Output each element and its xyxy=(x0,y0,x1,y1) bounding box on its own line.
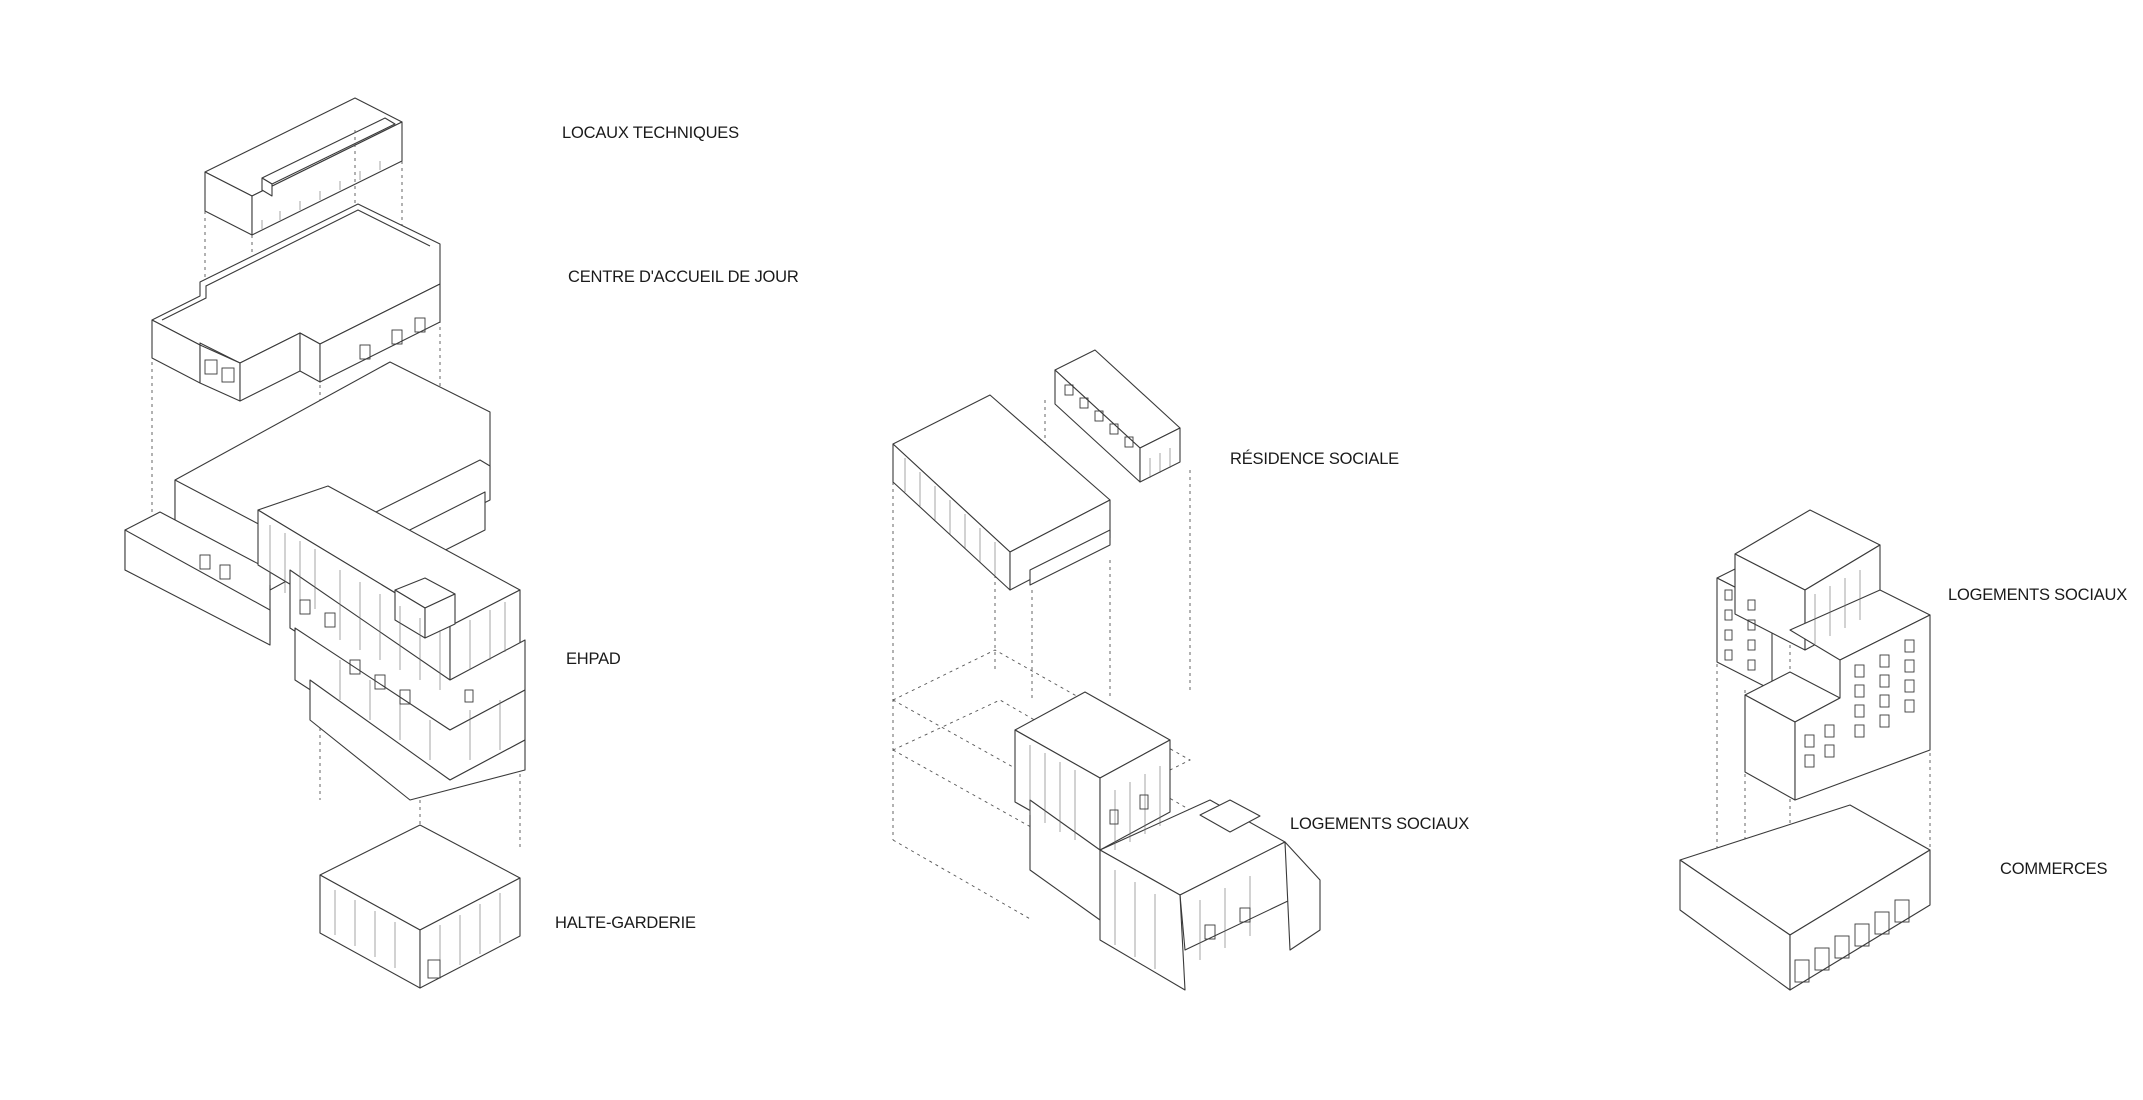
group-logements-drawing xyxy=(1679,509,1931,991)
block-centre-accueil xyxy=(151,203,441,402)
label-logements-sociaux-2: LOGEMENTS SOCIAUX xyxy=(1290,815,1470,833)
label-ehpad: EHPAD xyxy=(566,650,621,668)
block-logements-sociaux-3 xyxy=(1716,509,1931,801)
block-residence-sociale xyxy=(1054,349,1181,483)
block-locaux-techniques xyxy=(204,97,403,236)
label-locaux-techniques: LOCAUX TECHNIQUES xyxy=(562,124,739,142)
group-ehpad-drawing xyxy=(124,97,526,989)
group-residence-drawing xyxy=(892,349,1321,991)
block-residence-large xyxy=(892,394,1111,591)
block-halte-garderie xyxy=(319,824,521,989)
label-commerces: COMMERCES xyxy=(2000,860,2108,878)
label-halte-garderie: HALTE-GARDERIE xyxy=(555,914,696,932)
label-logements-sociaux-3: LOGEMENTS SOCIAUX xyxy=(1948,586,2128,604)
label-residence-sociale: RÉSIDENCE SOCIALE xyxy=(1230,450,1399,468)
block-commerces xyxy=(1679,804,1931,991)
block-ehpad xyxy=(124,361,526,801)
block-logements-sociaux-2 xyxy=(1014,691,1321,991)
label-centre-accueil-de-jour: CENTRE D'ACCUEIL DE JOUR xyxy=(568,268,799,286)
